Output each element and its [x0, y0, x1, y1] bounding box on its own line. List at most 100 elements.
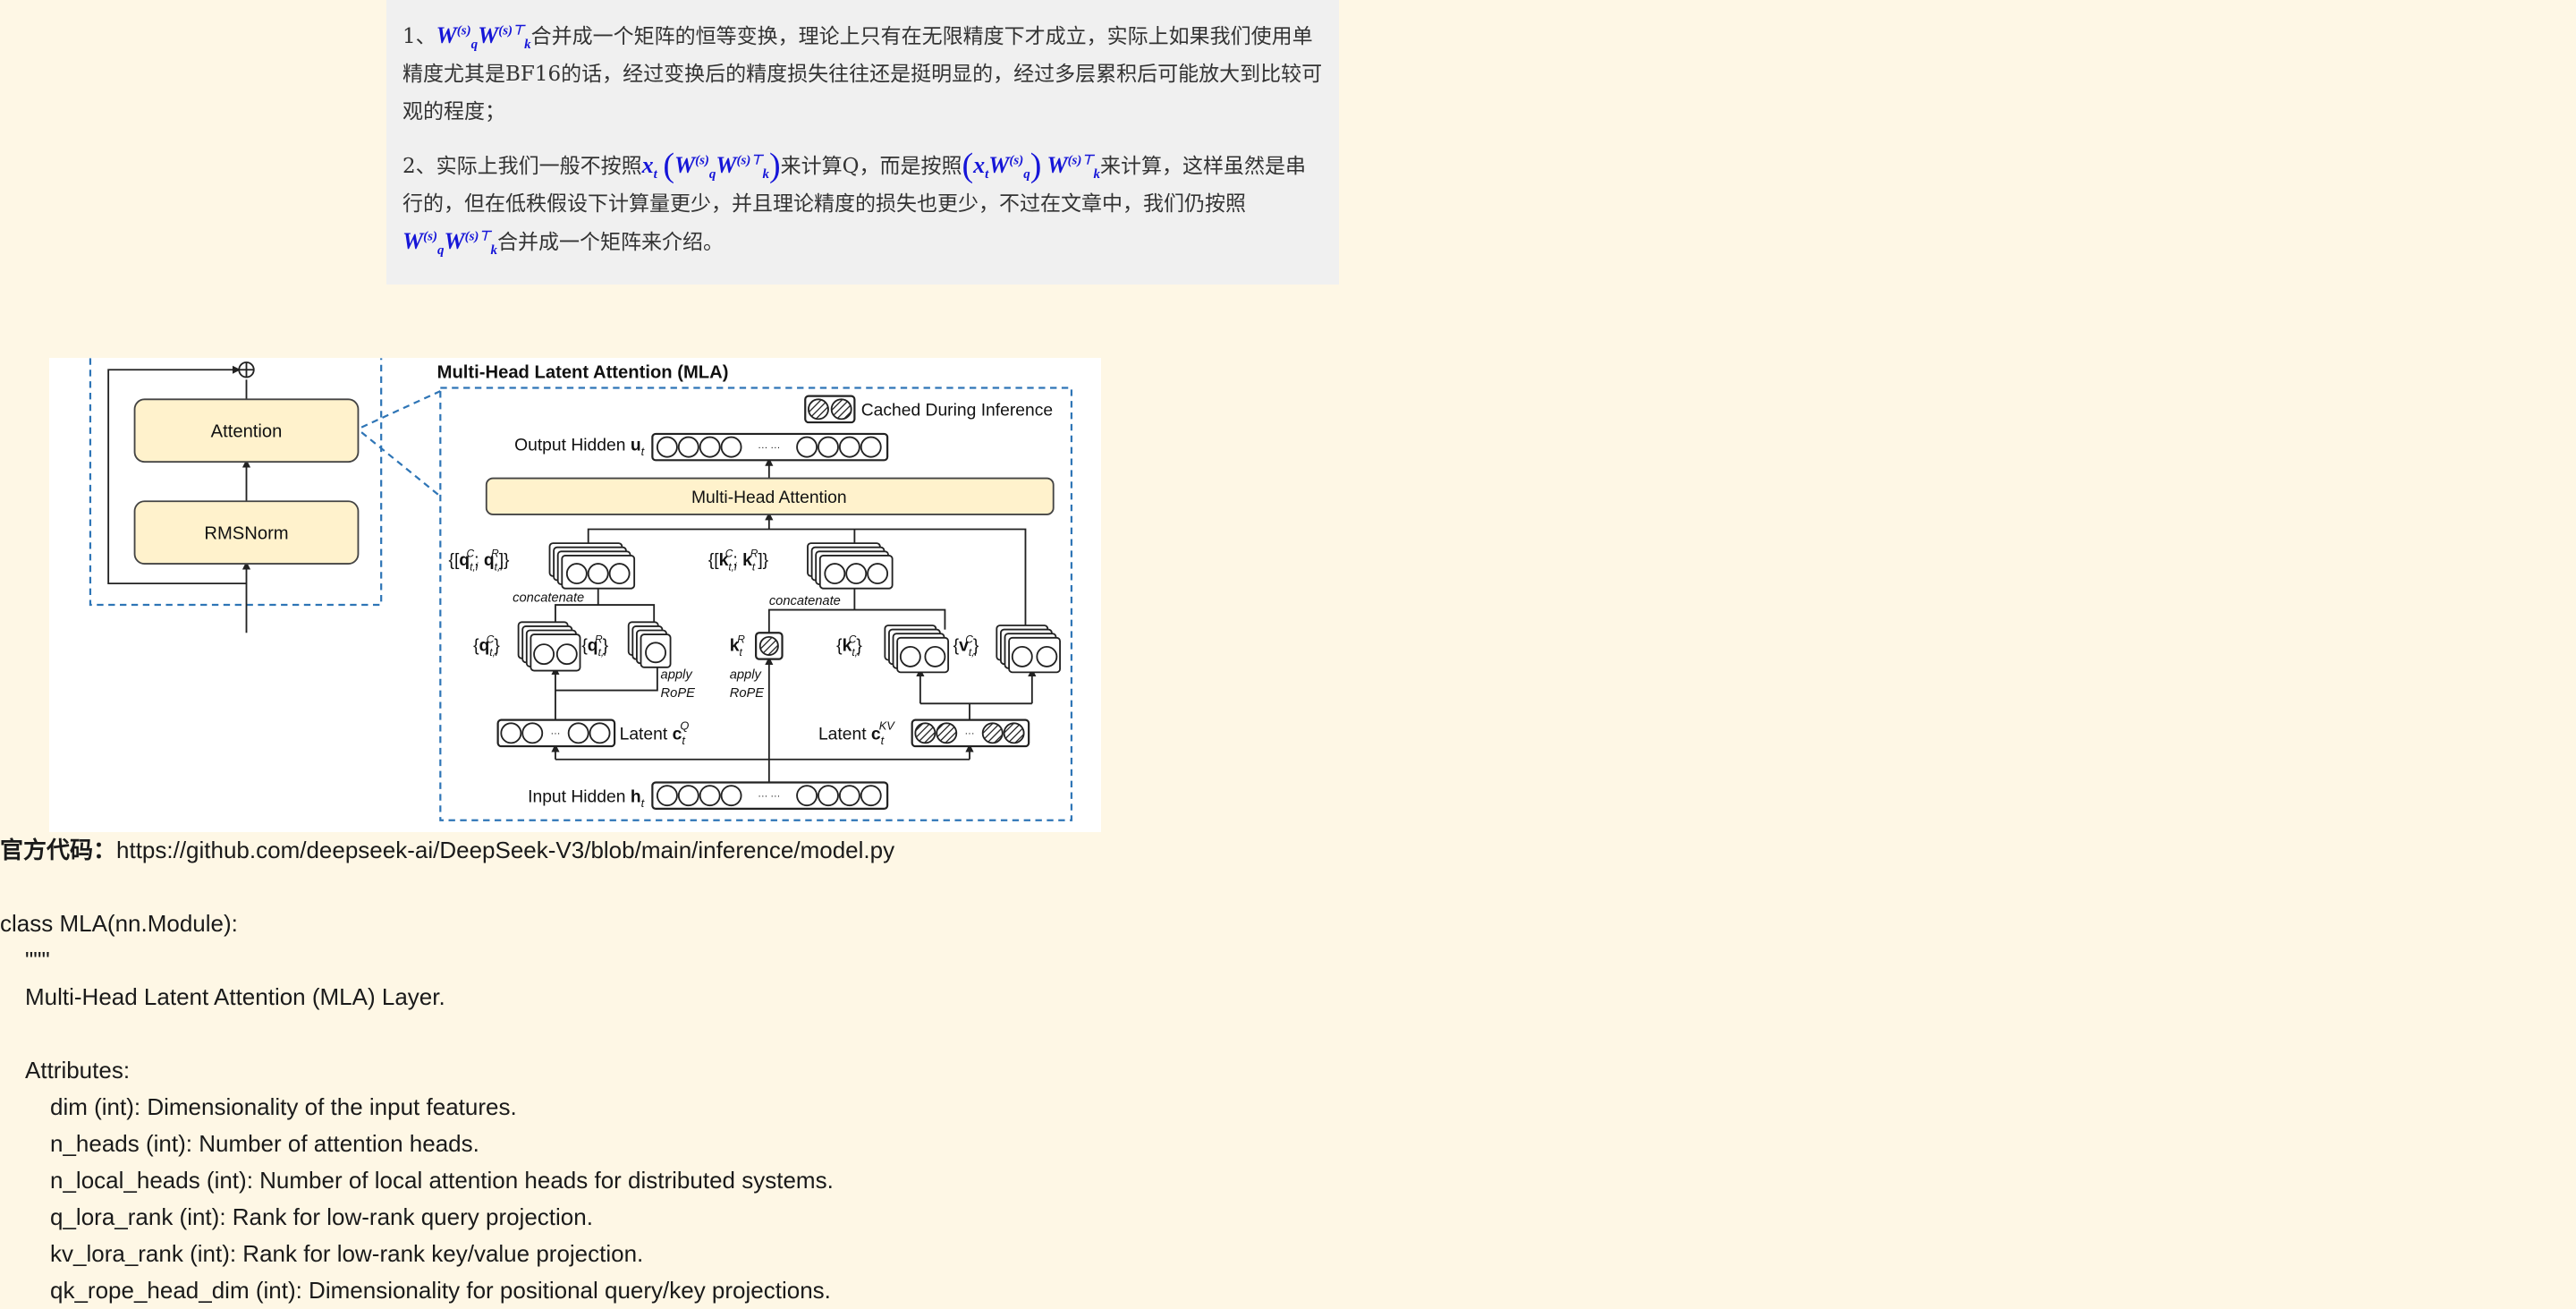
mla-diagram-svg: Attention RMSNorm Multi-Head Latent Atte…: [89, 358, 1073, 821]
output-hidden-label: Output Hidden ut: [514, 436, 645, 458]
mha-label: Multi-Head Attention: [691, 489, 847, 507]
qr-stack-unit: [645, 642, 666, 664]
kc-stack-unit: [899, 645, 921, 667]
output-hidden-vector-unit: [656, 436, 678, 458]
latent-cq-vector-unit: [567, 722, 589, 744]
output-hidden-vector-unit: [796, 436, 818, 458]
paragraph-text: 来计算，这样虽然是串行的，但在低秩假设下计算量更少，并且理论精度的损失也更少，不…: [402, 155, 1306, 216]
kc-label: {kt,iC}: [836, 633, 862, 659]
input-hidden-vector-unit: [677, 785, 699, 807]
latent-ckv-vector-unit: [1003, 722, 1025, 744]
code-line: qk_rope_head_dim (int): Dimensionality f…: [50, 1277, 831, 1304]
list-number: 1、: [402, 25, 436, 48]
source-url-link[interactable]: https://github.com/deepseek-ai/DeepSeek-…: [116, 837, 895, 863]
k-concat-stack-unit: [824, 563, 846, 585]
q-concat-stack-unit: [565, 563, 588, 585]
vc-stack-unit: [1036, 645, 1058, 667]
note-paragraph-2: 2、实际上我们一般不按照xt (W(s)qW(s)⊤k)来计算Q，而是按照(xt…: [402, 147, 1323, 261]
math-xwq-wk: (xtW(s)q) W(s)⊤k: [962, 147, 1100, 184]
paragraph-text: 实际上我们一般不按照: [436, 155, 642, 178]
qc-qr-concat-label: {[qt,iC; qt,iR]}: [449, 548, 511, 574]
legend-label: Cached During Inference: [861, 402, 1053, 421]
cached-legend-unit: [808, 398, 829, 421]
input-hidden-vector-unit: [838, 785, 860, 807]
note-paragraph-1: 1、W(s)qW(s)⊤k合并成一个矩阵的恒等变换，理论上只有在无限精度下才成立…: [402, 17, 1323, 131]
code-line: kv_lora_rank (int): Rank for low-rank ke…: [50, 1240, 644, 1267]
vc-label: {vt,iC}: [953, 633, 979, 659]
input-hidden-vector-unit: [818, 785, 839, 807]
input-hidden-label: Input Hidden ht: [528, 788, 645, 811]
paragraph-text: 合并成一个矩阵的恒等变换，理论上只有在无限精度下才成立，实际上如果我们使用单精度…: [402, 25, 1323, 123]
list-number: 2、: [402, 155, 436, 178]
mla-title: Multi-Head Latent Attention (MLA): [437, 362, 729, 382]
kc-kr-concat-label: {[kt,iC; ktR]}: [708, 548, 769, 574]
kr-label: ktR: [730, 633, 746, 659]
multi-head-attention-block: [485, 477, 1055, 515]
code-line: n_heads (int): Number of attention heads…: [50, 1130, 479, 1157]
vc-stack-unit: [1011, 645, 1033, 667]
k-concat-stack-unit: [845, 563, 868, 585]
math-wq-wk: W(s)qW(s)⊤k: [402, 228, 497, 259]
math-wq-wk: W(s)qW(s)⊤k: [436, 22, 531, 53]
attention-block: [133, 398, 360, 463]
math-x-wqwk: xt (W(s)qW(s)⊤k): [641, 147, 781, 184]
attention-label: Attention: [211, 422, 283, 442]
mla-architecture-diagram: Attention RMSNorm Multi-Head Latent Atte…: [49, 358, 1101, 832]
code-line: dim (int): Dimensionality of the input f…: [50, 1093, 517, 1120]
rmsnorm-block: [133, 500, 360, 565]
code-line: q_lora_rank (int): Rank for low-rank que…: [50, 1203, 593, 1230]
q-concat-stack-unit: [587, 563, 609, 585]
q-concat-stack-unit: [608, 563, 631, 585]
latent-ckv-label: Latent ctKV: [818, 719, 895, 748]
input-hidden-vector-unit: [720, 785, 742, 807]
latent-cq-vector-ellipsis: ···: [550, 728, 560, 739]
latent-cq-vector-unit: [589, 722, 611, 744]
connectors: [107, 365, 1037, 783]
concatenate-label-q: concatenate: [513, 591, 584, 605]
qr-label: {qt,iR}: [581, 633, 608, 659]
latent-ckv-vector-unit: [914, 722, 936, 744]
latent-cq-vector-unit: [500, 722, 522, 744]
latent-ckv-vector-ellipsis: ···: [964, 728, 974, 739]
code-line: n_local_heads (int): Number of local att…: [50, 1167, 834, 1194]
qc-label: {qt,iC}: [473, 633, 500, 659]
source-label: 官方代码：: [0, 837, 117, 863]
code-line: """: [25, 947, 50, 973]
output-hidden-vector-ellipsis: ··· ···: [758, 442, 780, 453]
output-hidden-vector-unit: [677, 436, 699, 458]
code-line: Multi-Head Latent Attention (MLA) Layer.: [25, 983, 445, 1010]
input-hidden-vector-unit: [796, 785, 818, 807]
output-hidden-vector-unit: [720, 436, 742, 458]
source-link-line: 官方代码：https://github.com/deepseek-ai/Deep…: [0, 832, 2576, 869]
dashed-outlines: [89, 358, 1073, 821]
cached-legend-unit: [830, 398, 852, 421]
kr-unit: [758, 635, 779, 656]
paragraph-text: 合并成一个矩阵来介绍。: [496, 231, 724, 254]
concatenate-label-k: concatenate: [769, 594, 841, 608]
output-hidden-vector-unit: [838, 436, 860, 458]
kc-stack-unit: [924, 645, 946, 667]
k-concat-stack-unit: [867, 563, 889, 585]
latent-ckv-vector-unit: [981, 722, 1004, 744]
note-quote-box: 1、W(s)qW(s)⊤k合并成一个矩阵的恒等变换，理论上只有在无限精度下才成立…: [386, 0, 1339, 285]
latent-ckv-vector-unit: [936, 722, 958, 744]
residual-add-icon: [238, 361, 255, 378]
input-hidden-vector-unit: [699, 785, 721, 807]
latent-cq-label: Latent ctQ: [620, 719, 690, 748]
latent-cq-vector-unit: [521, 722, 544, 744]
input-hidden-vector-unit: [656, 785, 678, 807]
code-line: class MLA(nn.Module):: [0, 910, 238, 937]
rmsnorm-label: RMSNorm: [204, 524, 288, 544]
qc-stack-unit: [533, 643, 555, 666]
code-section: 官方代码：https://github.com/deepseek-ai/Deep…: [0, 832, 2576, 1309]
output-hidden-vector-unit: [699, 436, 721, 458]
input-hidden-vector-unit: [860, 785, 882, 807]
code-line: Attributes:: [25, 1057, 131, 1084]
output-hidden-vector-unit: [860, 436, 882, 458]
paragraph-text: 来计算Q，而是按照: [780, 155, 962, 178]
qc-stack-unit: [555, 643, 578, 666]
input-hidden-vector-ellipsis: ··· ···: [758, 791, 780, 802]
output-hidden-vector-unit: [818, 436, 839, 458]
